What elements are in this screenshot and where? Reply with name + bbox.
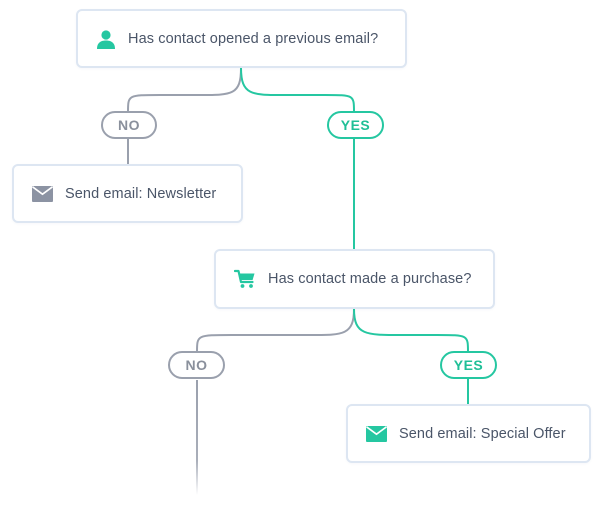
condition-made-purchase[interactable]: Has contact made a purchase?	[214, 249, 495, 309]
condition-label: Has contact made a purchase?	[268, 271, 472, 287]
envelope-icon	[32, 185, 53, 202]
condition-opened-email[interactable]: Has contact opened a previous email?	[76, 9, 407, 68]
action-label: Send email: Newsletter	[65, 185, 217, 202]
user-icon	[96, 29, 116, 49]
connector-q1-yes	[240, 67, 355, 113]
action-send-special-offer[interactable]: Send email: Special Offer	[346, 404, 591, 463]
connector-q2-no	[196, 308, 355, 353]
branch-no-badge[interactable]: NO	[101, 111, 157, 139]
branch-no-badge[interactable]: NO	[168, 351, 225, 379]
envelope-icon	[366, 425, 387, 442]
connector-q2-yes	[353, 308, 469, 353]
action-send-newsletter[interactable]: Send email: Newsletter	[12, 164, 243, 223]
branch-yes-badge[interactable]: YES	[440, 351, 497, 379]
condition-label: Has contact opened a previous email?	[128, 30, 379, 47]
connector-no-continuation	[196, 380, 198, 495]
connector-q1-no	[127, 67, 242, 113]
action-label: Send email: Special Offer	[399, 425, 566, 442]
shopping-cart-icon	[234, 269, 256, 289]
branch-yes-badge[interactable]: YES	[327, 111, 384, 139]
